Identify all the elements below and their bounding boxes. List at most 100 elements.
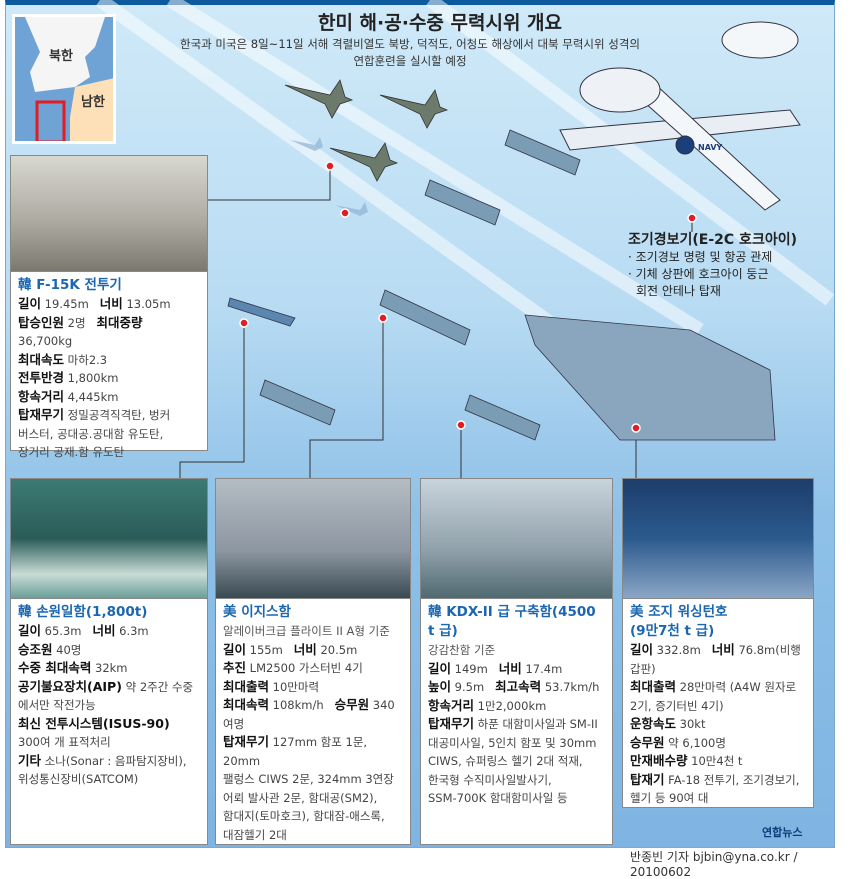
- submarine-icon: [227, 297, 296, 327]
- aegis-photo: [216, 479, 410, 599]
- svg-text:NAVY: NAVY: [698, 143, 723, 152]
- korea-map: 북한 남한: [12, 14, 116, 144]
- spec-label: 추진: [223, 660, 247, 675]
- spec-label: 높이: [428, 679, 452, 694]
- spec-row: 승조원 40명: [18, 641, 200, 660]
- spec-row: 버스터, 공대공.공대함 유도탄,: [18, 425, 200, 444]
- spec-label: 승조원: [18, 641, 53, 657]
- spec-row: 탑재기 FA-18 전투기, 조기경보기,: [630, 771, 806, 790]
- spec-row: 최대출력 10만마력: [223, 678, 403, 697]
- credit-line: 반종빈 기자 bjbin@yna.co.kr / 20100602: [630, 850, 798, 879]
- spec-value: 6.3m: [119, 624, 149, 638]
- page-title: 한미 해·공·수중 무력시위 개요: [317, 12, 563, 34]
- e2c-line: · 기체 상판에 호크아이 둥근: [628, 267, 769, 281]
- spec-label: 길이: [18, 623, 42, 638]
- spec-row: 헬기 등 90여 대: [630, 789, 806, 808]
- spec-row: 길이 65.3m 너비 6.3m: [18, 622, 200, 641]
- spec-value: 팰렁스 CIWS 2문, 324mm 3연장: [223, 772, 394, 786]
- spec-row: 어뢰 발사관 2문, 함대공(SM2),: [223, 789, 403, 808]
- e2c-label: 조기경보기(E-2C 호크아이) · 조기경보 명령 및 항공 관제 · 기체 …: [628, 232, 797, 300]
- spec-value: 149m: [454, 661, 488, 676]
- spec-value: 한국형 수직미사일발사기,: [428, 772, 552, 787]
- f15k-photo: [11, 156, 207, 272]
- spec-value: 대잠헬기 2대: [223, 827, 287, 842]
- ship-icon: [424, 179, 501, 226]
- spec-label: 탑재무기: [18, 407, 65, 422]
- location-markers: [239, 161, 697, 433]
- spec-label: 너비: [711, 642, 735, 657]
- spec-label: 최대출력: [223, 678, 270, 694]
- spec-label: 만재배수량: [630, 753, 688, 768]
- spec-value: 함대지(토마호크), 함대잠-애스록,: [223, 809, 385, 823]
- connector-f15k: [207, 170, 331, 201]
- card-carrier: 美 조지 워싱턴호(9만7천 t 급)길이 332.8m 너비 76.8m(비행…: [622, 478, 814, 808]
- card-title: 韓 손원일함(1,800t): [18, 604, 148, 620]
- spec-row: 함대지(토마호크), 함대잠-애스록,: [223, 807, 403, 826]
- spec-row: 최대출력 28만마력 (A4W 원자로: [630, 678, 806, 697]
- kdx-photo: [421, 479, 612, 599]
- jet-icon: [284, 79, 354, 119]
- spec-row: 기타 소나(Sonar : 음파탐지장비),: [18, 752, 200, 771]
- spec-row: 길이 149m 너비 17.4m: [428, 660, 605, 679]
- spec-value: 대공미사일, 5인치 함포 및 30mm: [428, 735, 597, 750]
- spec-value: 1만2,000km: [477, 698, 547, 713]
- spec-value: 9.5m: [454, 680, 485, 694]
- spec-row: CIWS, 슈퍼링스 헬기 2대 적재,: [428, 752, 605, 771]
- spec-row: 팰렁스 CIWS 2문, 324mm 3연장: [223, 770, 403, 789]
- subtitle: 한국과 미국은 8일~11일 서해 격렬비열도 북방, 덕적도, 어청도 해상에…: [160, 36, 660, 70]
- spec-label: 길이: [428, 660, 452, 676]
- spec-row: 길이 19.45m 너비 13.05m: [18, 295, 200, 314]
- spec-value: FA-18 전투기, 조기경보기,: [668, 772, 800, 787]
- card-title: 美 조지 워싱턴호: [630, 604, 728, 620]
- e2c-line: 회전 안테나 탑재: [636, 284, 721, 298]
- spec-row: 전투반경 1,800km: [18, 369, 200, 388]
- spec-row: 최대속력 108km/h 승무원 340 여명: [223, 696, 403, 733]
- spec-value: 155m: [249, 642, 283, 657]
- spec-row: 탑승인원 2명 최대중량 36,700kg: [18, 314, 200, 351]
- card-subtitle: 강감찬함 기준: [428, 643, 496, 657]
- spec-label: 최고속력: [495, 679, 542, 694]
- spec-label: 최대속도: [18, 351, 65, 367]
- spec-row: 운항속도 30kt: [630, 715, 806, 734]
- spec-row: 승무원 약 6,100명: [630, 734, 806, 753]
- spec-label: 길이: [223, 641, 247, 657]
- spec-value: LM2500 가스터빈 4기: [249, 661, 363, 675]
- spec-label: 항속거리: [428, 697, 475, 713]
- spec-value: 340 여명: [223, 698, 395, 731]
- spec-row: 탑재무기 정밀공격직격탄, 벙커: [18, 406, 200, 425]
- spec-row: 높이 9.5m 최고속력 53.7km/h: [428, 678, 605, 697]
- subtitle-line: 연합훈련을 실시할 예정: [353, 54, 467, 68]
- exercise-area-box: [35, 100, 66, 141]
- spec-label: 탑재무기: [428, 716, 475, 731]
- spec-value: 정밀공격직격탄, 벙커: [67, 408, 171, 422]
- spec-row: 탑재무기 하푼 대함미사일과 SM-II: [428, 715, 605, 734]
- spec-label: 승무원: [334, 697, 370, 712]
- carrier-icon: [524, 314, 776, 441]
- spec-value: 에서만 작전가능: [18, 698, 96, 712]
- spec-value: 65.3m: [44, 624, 82, 638]
- spec-row: 공기불요장치(AIP) 약 2주간 수중: [18, 678, 200, 697]
- card-title: 韓 KDX-II 급 구축함(4500 t 급): [428, 604, 596, 639]
- map-label-south: 남한: [81, 95, 105, 110]
- spec-row: 장거리 공재.함 유도탄: [18, 443, 200, 462]
- spec-label: 너비: [99, 296, 123, 311]
- yonhap-logo: 연합뉴스: [762, 826, 803, 839]
- spec-value: 약 2주간 수중: [125, 679, 194, 694]
- spec-value: 40명: [56, 642, 82, 657]
- spec-row: 대잠헬기 2대: [223, 826, 403, 845]
- spec-value: 30kt: [679, 717, 706, 731]
- spec-value: 332.8m: [656, 643, 701, 657]
- spec-value: 약 6,100명: [668, 735, 726, 750]
- spec-row: 길이 155m 너비 20.5m: [223, 641, 403, 660]
- spec-value: 10만마력: [272, 679, 320, 694]
- spec-row: 항속거리 1만2,000km: [428, 697, 605, 716]
- spec-label: 운항속도: [630, 716, 677, 731]
- jet-icon: [379, 89, 449, 129]
- spec-value: 13.05m: [126, 297, 171, 311]
- map-label-north: 북한: [49, 49, 73, 64]
- spec-label: 길이: [18, 296, 42, 311]
- spec-value: 하푼 대함미사일과 SM-II: [477, 717, 598, 731]
- spec-row: 2기, 증기터빈 4기): [630, 697, 806, 716]
